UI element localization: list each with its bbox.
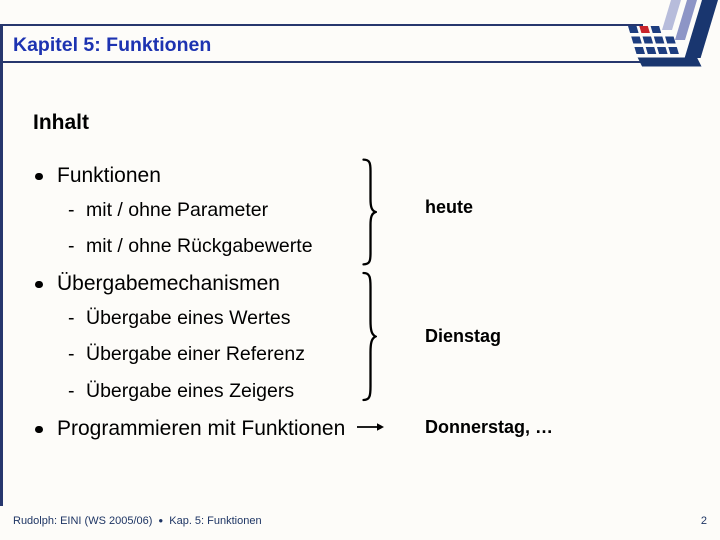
dash-marker: - [68,343,75,365]
list-item-label: Funktionen [57,164,161,187]
list-subitem: - Übergabe eines Zeigers [0,380,560,408]
list-subitem: - mit / ohne Rückgabewerte [0,235,560,263]
list-item: Funktionen [0,165,560,191]
list-subitem-label: Übergabe eines Wertes [86,307,291,329]
university-logo [618,0,718,67]
list-item-label: Programmieren mit Funktionen [57,417,346,440]
dash-marker: - [68,380,75,402]
header-bottom-rule [0,61,645,63]
footer-author-course: Rudolph: EINI (WS 2005/06) [13,515,153,527]
brace-icon [361,271,377,402]
left-edge-bar [0,24,3,506]
list-item: Programmieren mit Funktionen [0,418,560,444]
bullet-icon [35,425,43,433]
header-top-rule [0,24,643,26]
list-subitem: - mit / ohne Parameter [0,199,560,227]
annotation-donnerstag: Donnerstag, … [425,417,554,437]
list-item: Übergabemechanismen [0,273,560,299]
dash-marker: - [68,199,75,221]
list-subitem: - Übergabe eines Wertes [0,307,560,335]
page-number: 2 [700,515,707,527]
bullet-icon [35,280,43,288]
page-title: Kapitel 5: Funktionen [13,34,212,56]
bullet-icon [35,172,43,180]
uni-dortmund-logo-icon [628,0,718,67]
list-subitem-label: mit / ohne Parameter [86,199,269,221]
brace-icon [361,158,377,266]
annotation-heute: heute [425,197,474,217]
content-heading: Inhalt [33,111,89,134]
logo-red-tile [639,26,650,33]
dash-marker: - [68,235,75,257]
footer-separator-bullet: ● [158,516,164,525]
list-subitem: - Übergabe einer Referenz [0,343,560,371]
list-subitem-label: Übergabe einer Referenz [86,343,305,365]
list-subitem-label: Übergabe eines Zeigers [86,380,295,402]
list-subitem-label: mit / ohne Rückgabewerte [86,235,313,257]
right-arrow-icon [357,423,384,431]
annotation-dienstag: Dienstag [425,326,502,346]
list-item-label: Übergabemechanismen [57,272,280,295]
dash-marker: - [68,307,75,329]
footer-credit: Rudolph: EINI (WS 2005/06) ● Kap. 5: Funkt… [13,515,262,528]
footer-chapter: Kap. 5: Funktionen [169,515,262,527]
